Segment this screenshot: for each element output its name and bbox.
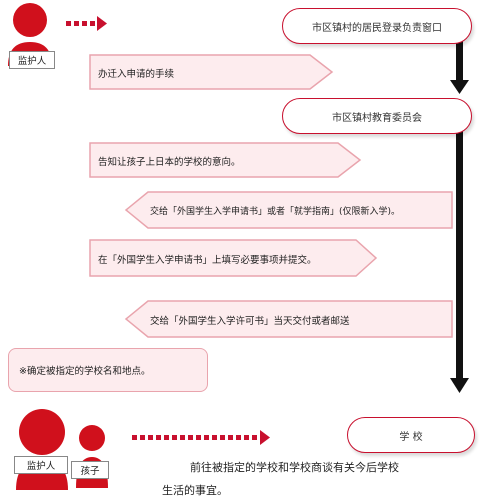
guardian-label-bottom: 监护人 <box>14 456 68 474</box>
step-inform-intent: 告知让孩子上日本的学校的意向。 <box>98 157 241 168</box>
step-arrow-shape <box>89 54 334 90</box>
timeline-segment <box>456 128 463 380</box>
residence-office: 市区镇村的居民登录负责窗口 <box>282 8 472 44</box>
footer-line-1: 前往被指定的学校和学校商谈有关今后学校 <box>190 461 399 474</box>
step-give-permit: 交给「外国学生入学许可书」当天交付或者邮送 <box>150 316 350 327</box>
step-arrow-shape <box>89 239 378 277</box>
step-arrow-shape <box>89 142 362 178</box>
step-arrow-shape-left <box>124 300 453 338</box>
step-moving-in: 办迁入申请的手续 <box>98 69 175 80</box>
confirm-school-note: ※确定被指定的学校名和地点。 <box>8 348 208 392</box>
child-label: 孩子 <box>71 461 109 479</box>
timeline-arrowhead <box>450 80 469 94</box>
timeline-segment <box>456 40 463 82</box>
guardian-label: 监护人 <box>9 51 55 69</box>
step-fill-application: 在「外国学生入学申请书」上填写必要事项并提交。 <box>98 255 317 266</box>
timeline-arrowhead <box>450 378 469 393</box>
dotted-arrow-bottom <box>132 430 270 445</box>
dotted-arrow-top <box>66 16 107 31</box>
footer-line-2: 生活的事宜。 <box>162 484 228 497</box>
step-arrow-shape-left <box>124 191 453 229</box>
step-give-application: 交给「外国学生入学申请书」或者「就学指南」(仅限新入学)。 <box>150 207 401 217</box>
guardian-person-icon-bottom <box>16 409 68 490</box>
education-office: 市区镇村教育委员会 <box>282 98 472 134</box>
school-office: 学 校 <box>347 417 475 453</box>
